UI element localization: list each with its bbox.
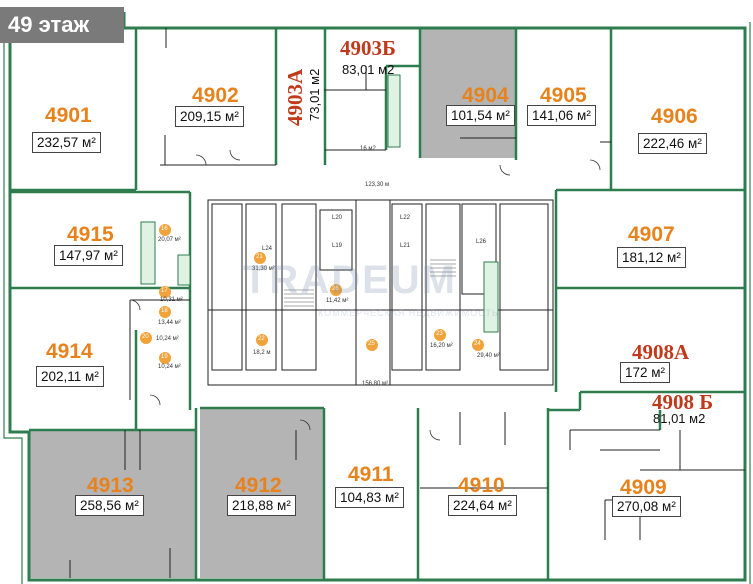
unit-4909-area: 270,08 м² xyxy=(612,496,681,517)
exterior-ring xyxy=(3,12,751,584)
unit-4913-area: 258,56 м² xyxy=(75,495,144,516)
floor-label: 49 этаж xyxy=(0,7,124,43)
unit-4911-number: 4911 xyxy=(348,463,394,486)
unit-4908a-area: 172 м² xyxy=(620,362,671,383)
core-area-19: 10,24 м² xyxy=(158,364,181,370)
core-tag-20: 20 xyxy=(142,334,149,340)
core-label-l21: L21 xyxy=(400,243,411,249)
unit-4905-number: 4905 xyxy=(540,84,587,107)
unit-4901-area: 232,57 м² xyxy=(32,132,101,153)
door-swings xyxy=(129,149,601,441)
unit-4915-number: 4915 xyxy=(67,223,114,246)
outer-walls xyxy=(8,12,747,582)
unit-4904-number: 4904 xyxy=(462,84,509,107)
core-label-l20: L20 xyxy=(332,215,343,221)
unit-4915-area: 147,97 м² xyxy=(54,245,123,266)
unit-4912-number: 4912 xyxy=(235,474,282,497)
unit-4905-area: 141,06 м² xyxy=(527,105,596,126)
unit-4904-fill xyxy=(420,28,516,158)
core-label-hall: 123,30 м xyxy=(365,182,390,188)
unit-4908a-number: 4908А xyxy=(632,340,690,364)
watermark-brand: TRADEUM xyxy=(243,258,457,302)
core-tag-17: 17 xyxy=(161,288,168,294)
core-area-25: 156,80 м² xyxy=(362,381,389,387)
core-tag-26: 26 xyxy=(332,286,339,292)
core-tag-23: 23 xyxy=(436,331,443,337)
core-tag-22: 22 xyxy=(258,336,265,342)
core-tag-21: 21 xyxy=(256,254,263,260)
core-area-24: 29,40 м² xyxy=(477,353,500,359)
core-tag-19: 19 xyxy=(161,354,168,360)
unit-4912-fill xyxy=(200,408,324,578)
partition-walls xyxy=(10,28,745,580)
unit-4901-number: 4901 xyxy=(45,104,92,127)
unit-4911-area: 104,83 м² xyxy=(335,487,404,508)
interior-lines xyxy=(69,28,745,578)
unit-4906-area: 222,46 м² xyxy=(638,133,707,154)
unit-4910-area: 224,64 м² xyxy=(448,495,517,516)
watermark-tagline: КОММЕРЧЕСКАЯ НЕДВИЖИМОСТЬ xyxy=(318,308,499,318)
unit-4902-number: 4902 xyxy=(192,84,239,107)
unit-4913-number: 4913 xyxy=(87,474,134,497)
wet-rooms xyxy=(140,74,499,333)
core-area-16: 20,07 м² xyxy=(158,237,181,243)
core-area-23: 16,20 м² xyxy=(430,343,453,349)
core-label-l26: L26 xyxy=(476,239,487,245)
core-area-20: 10,24 м² xyxy=(156,336,179,342)
unit-4903b-area: 83,01 м2 xyxy=(342,62,395,77)
unit-4902-area: 209,15 м² xyxy=(175,106,244,127)
core-tag-24: 24 xyxy=(474,341,481,347)
core-area-26: 11,42 м² xyxy=(326,298,349,304)
core-area-22: 18,2 м xyxy=(253,350,271,356)
core-area-17: 10,31 м² xyxy=(160,297,183,303)
core-area-21: 31,30 м² xyxy=(252,266,275,272)
core-tag-25: 25 xyxy=(368,341,375,347)
core-area-18: 13,44 м² xyxy=(158,320,181,326)
core-stairs xyxy=(284,259,456,307)
core-label-16m2: 16 м2 xyxy=(360,146,376,152)
unit-4906-number: 4906 xyxy=(651,105,698,128)
unit-4909-number: 4909 xyxy=(620,476,667,499)
core-tags xyxy=(140,224,484,364)
unit-4910-number: 4910 xyxy=(458,474,505,497)
unit-4903a-area: 73,01 м2 xyxy=(307,68,322,121)
core-tag-16: 16 xyxy=(161,226,168,232)
core-label-l19: L19 xyxy=(332,243,343,249)
core-label-l24: L24 xyxy=(262,246,273,252)
unit-4908b-number: 4908 Б xyxy=(652,390,714,414)
unit-4914-number: 4914 xyxy=(46,340,93,363)
unit-4908b-area: 81,01 м2 xyxy=(653,411,706,426)
core-label-l22: L22 xyxy=(400,215,411,221)
core-tag-18: 18 xyxy=(161,308,168,314)
unit-4907-number: 4907 xyxy=(628,223,675,246)
unit-4912-area: 218,88 м² xyxy=(227,495,296,516)
unit-4904-area: 101,54 м² xyxy=(446,105,515,126)
unit-4903b-number: 4903Б xyxy=(340,36,396,60)
unit-4907-area: 181,12 м² xyxy=(617,247,686,268)
unit-4903a-number: 4903А xyxy=(283,68,307,126)
unit-4914-area: 202,11 м² xyxy=(36,366,104,387)
